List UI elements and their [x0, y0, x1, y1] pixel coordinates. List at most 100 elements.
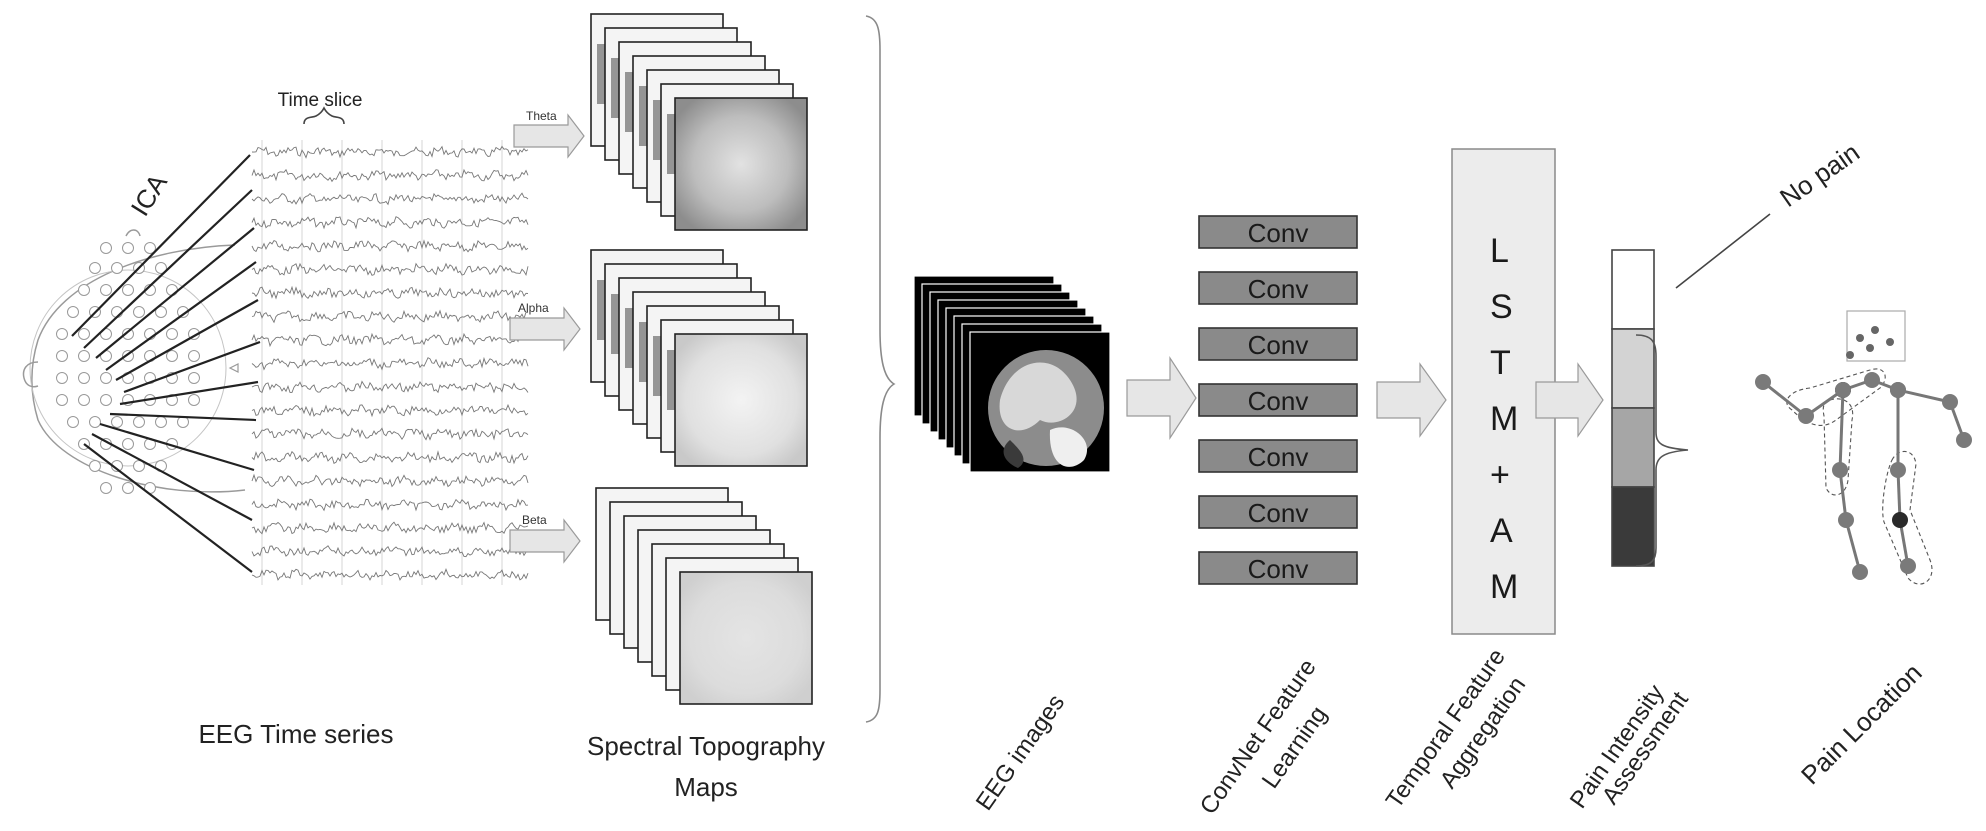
electrode-dot: [122, 482, 134, 494]
topography-edge-shade: [625, 308, 633, 368]
conv-layer-label: Conv: [1248, 330, 1309, 360]
electrode-dot: [188, 394, 200, 406]
arrow-to-intensity: [1535, 362, 1604, 438]
pain-intensity-bar: [1611, 249, 1655, 567]
ica-line: [83, 189, 253, 349]
skeleton-joint: [1835, 382, 1851, 398]
ica-line: [83, 443, 253, 573]
ica-line: [115, 299, 259, 381]
conv-layer: [1198, 271, 1358, 305]
eeg-trace: [251, 521, 529, 535]
electrode-dot: [67, 416, 79, 428]
conv-layer-label: Conv: [1248, 442, 1309, 472]
topography-edge-shade: [611, 294, 619, 354]
lstm-letter: S: [1490, 288, 1513, 326]
electrode-dot: [78, 328, 90, 340]
eeg-trace: [251, 473, 529, 488]
lstm-letter: M: [1490, 400, 1518, 438]
ica-line: [99, 422, 255, 472]
electrode-dot: [155, 262, 167, 274]
eeg-trace: [251, 216, 529, 230]
topography-edge-shade: [667, 114, 675, 174]
electrode-dot: [100, 394, 112, 406]
electrode-dot: [89, 416, 101, 428]
lstm-letter: A: [1490, 512, 1513, 550]
electrode-dot: [78, 372, 90, 384]
topography-stack-alpha: [590, 249, 808, 467]
electrode-dot: [166, 350, 178, 362]
electrode-dot: [144, 242, 156, 254]
skeleton-joint: [1942, 394, 1958, 410]
electrode-dot: [133, 306, 145, 318]
ica-line: [123, 340, 261, 394]
eeg-images-stack: [913, 275, 1111, 473]
eeg-time-series-panel: [251, 140, 529, 585]
arrow-to-lstm: [1376, 362, 1447, 438]
conv-layer-label: Conv: [1248, 498, 1309, 528]
conv-layer: [1198, 215, 1358, 249]
topography-edge-shade: [597, 44, 605, 104]
skeleton-bone: [1844, 519, 1862, 573]
eeg-trace: [251, 403, 529, 418]
skeleton-bone: [1762, 380, 1807, 418]
topography-edge-shade: [653, 336, 661, 396]
skeleton-joint: [1852, 564, 1868, 580]
topography-stack-beta: [595, 487, 813, 705]
eeg-trace: [251, 568, 529, 581]
intensity-level: [1611, 249, 1655, 330]
conv-layer-label: Conv: [1248, 386, 1309, 416]
eeg-trace: [251, 380, 529, 394]
lstm-letter: +: [1490, 456, 1510, 494]
topography-edge-shade: [639, 86, 647, 146]
skeleton-joint: [1890, 462, 1906, 478]
topography-frame: [674, 333, 808, 467]
electrode-dot: [100, 284, 112, 296]
electrode-dot: [122, 284, 134, 296]
ica-label: ICA: [125, 168, 174, 221]
electrode-dot: [89, 460, 101, 472]
electrode-dot: [177, 306, 189, 318]
electrode-dot: [188, 350, 200, 362]
electrode-dot: [166, 328, 178, 340]
skeleton-joint: [1832, 462, 1848, 478]
electrode-dot: [56, 350, 68, 362]
skeleton-joint: [1892, 512, 1908, 528]
skeleton-joint: [1890, 382, 1906, 398]
topography-stack-theta: [590, 13, 808, 231]
eeg-trace: [251, 168, 529, 183]
spectral-brace: [865, 15, 896, 723]
body-skeleton-icon: [1755, 310, 1972, 585]
electrode-dot: [155, 306, 167, 318]
skeleton-bone: [1838, 469, 1848, 521]
electrode-dot: [56, 372, 68, 384]
skeleton-joint: [1838, 512, 1854, 528]
conv-layer: [1198, 327, 1358, 361]
lstm-letter: T: [1490, 344, 1511, 382]
ica-line: [119, 380, 259, 406]
conv-layer: [1198, 383, 1358, 417]
ica-line: [91, 433, 253, 521]
eeg-trace: [251, 239, 529, 253]
skeleton-bone: [1896, 469, 1902, 521]
electrode-dot: [78, 350, 90, 362]
skeleton-joint: [1956, 432, 1972, 448]
topography-edge-shade: [625, 72, 633, 132]
skeleton-joint: [1798, 408, 1814, 424]
electrode-dot: [67, 306, 79, 318]
no-pain-label: No pain: [1774, 137, 1865, 213]
eeg-traces: [251, 145, 529, 581]
electrode-dot: [111, 416, 123, 428]
eeg-trace: [251, 262, 529, 276]
intensity-brace: [1635, 334, 1689, 567]
eeg-trace: [251, 545, 529, 558]
ica-line: [109, 412, 257, 422]
conv-layer: [1198, 495, 1358, 529]
eeg-trace: [251, 498, 529, 512]
band-label-alpha: Alpha: [518, 301, 549, 315]
eeg-image-blob: [999, 362, 1077, 431]
arrow-to-convnet: [1126, 355, 1197, 441]
intensity-level: [1611, 407, 1655, 488]
electrode-dot: [133, 416, 145, 428]
ica-line: [95, 227, 255, 359]
